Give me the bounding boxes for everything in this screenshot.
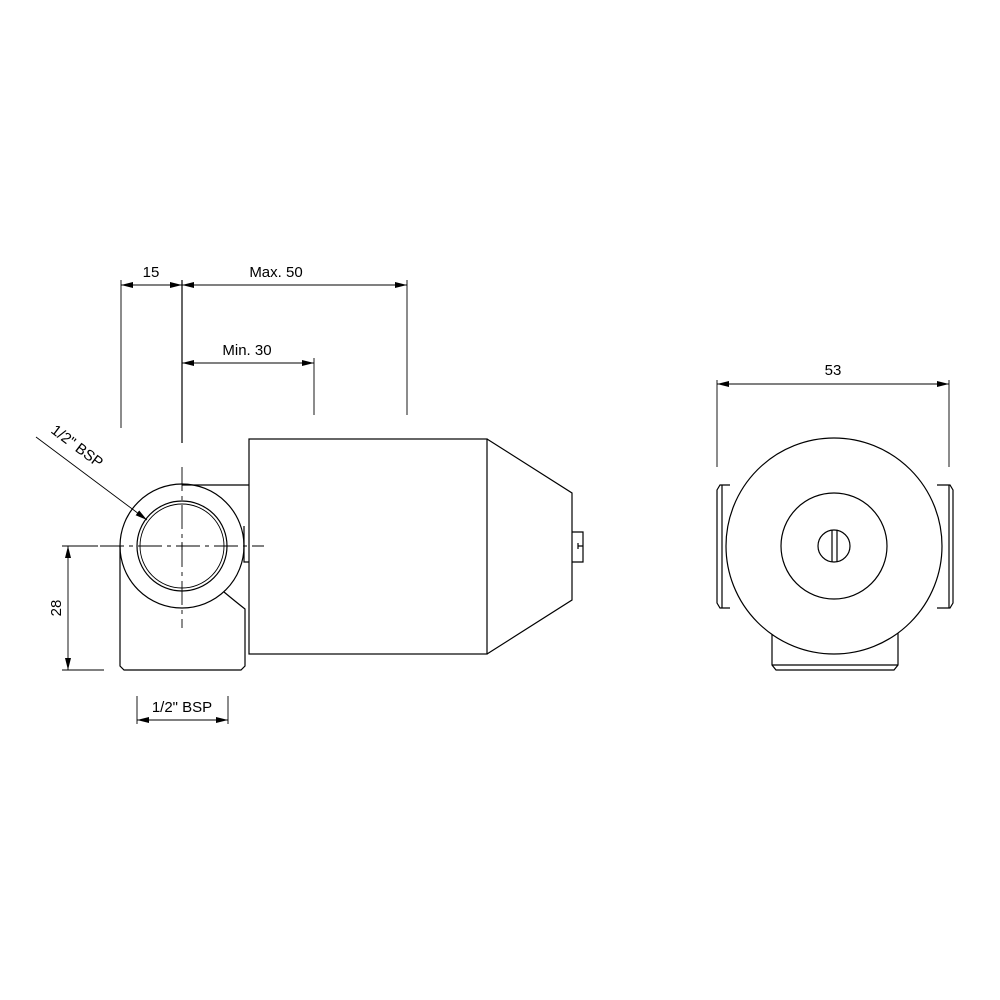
dim-15-label: 15: [143, 264, 160, 281]
dim-53-label: 53: [825, 362, 842, 379]
elbow-body: [119, 483, 249, 671]
dimension-height: 28: [48, 545, 104, 671]
center-lines: [100, 467, 264, 628]
dim-min-label: Min. 30: [222, 342, 271, 359]
outer-body-circle: [725, 437, 943, 655]
right-lug: [937, 484, 954, 609]
screw-slot: [831, 530, 838, 562]
dimension-lengths: 15 Max. 50 Min. 30: [120, 264, 408, 443]
screw-head: [817, 529, 851, 563]
body-outline: [119, 484, 249, 671]
thread-leader-label: 1/2" BSP: [48, 422, 106, 472]
valve-cylinder: [248, 438, 584, 655]
dimension-width: 53: [716, 362, 950, 467]
dim-28-label: 28: [48, 600, 65, 617]
cylinder: [248, 438, 488, 655]
dimension-thread-bottom: 1/2" BSP: [136, 696, 229, 724]
thread-bottom-label: 1/2" BSP: [152, 699, 212, 716]
bottom-lug: [771, 632, 899, 671]
dim-max-label: Max. 50: [249, 264, 302, 281]
cap-circle: [780, 492, 888, 600]
cone: [486, 438, 573, 655]
side-view: 15 Max. 50 Min. 30 1/2" BSP 28 1/2" BSP: [35, 264, 584, 724]
thread-leader: 1/2" BSP: [35, 422, 148, 521]
end-view: 53: [716, 362, 954, 671]
adjust-screw: [572, 531, 584, 563]
left-lug: [716, 484, 730, 609]
